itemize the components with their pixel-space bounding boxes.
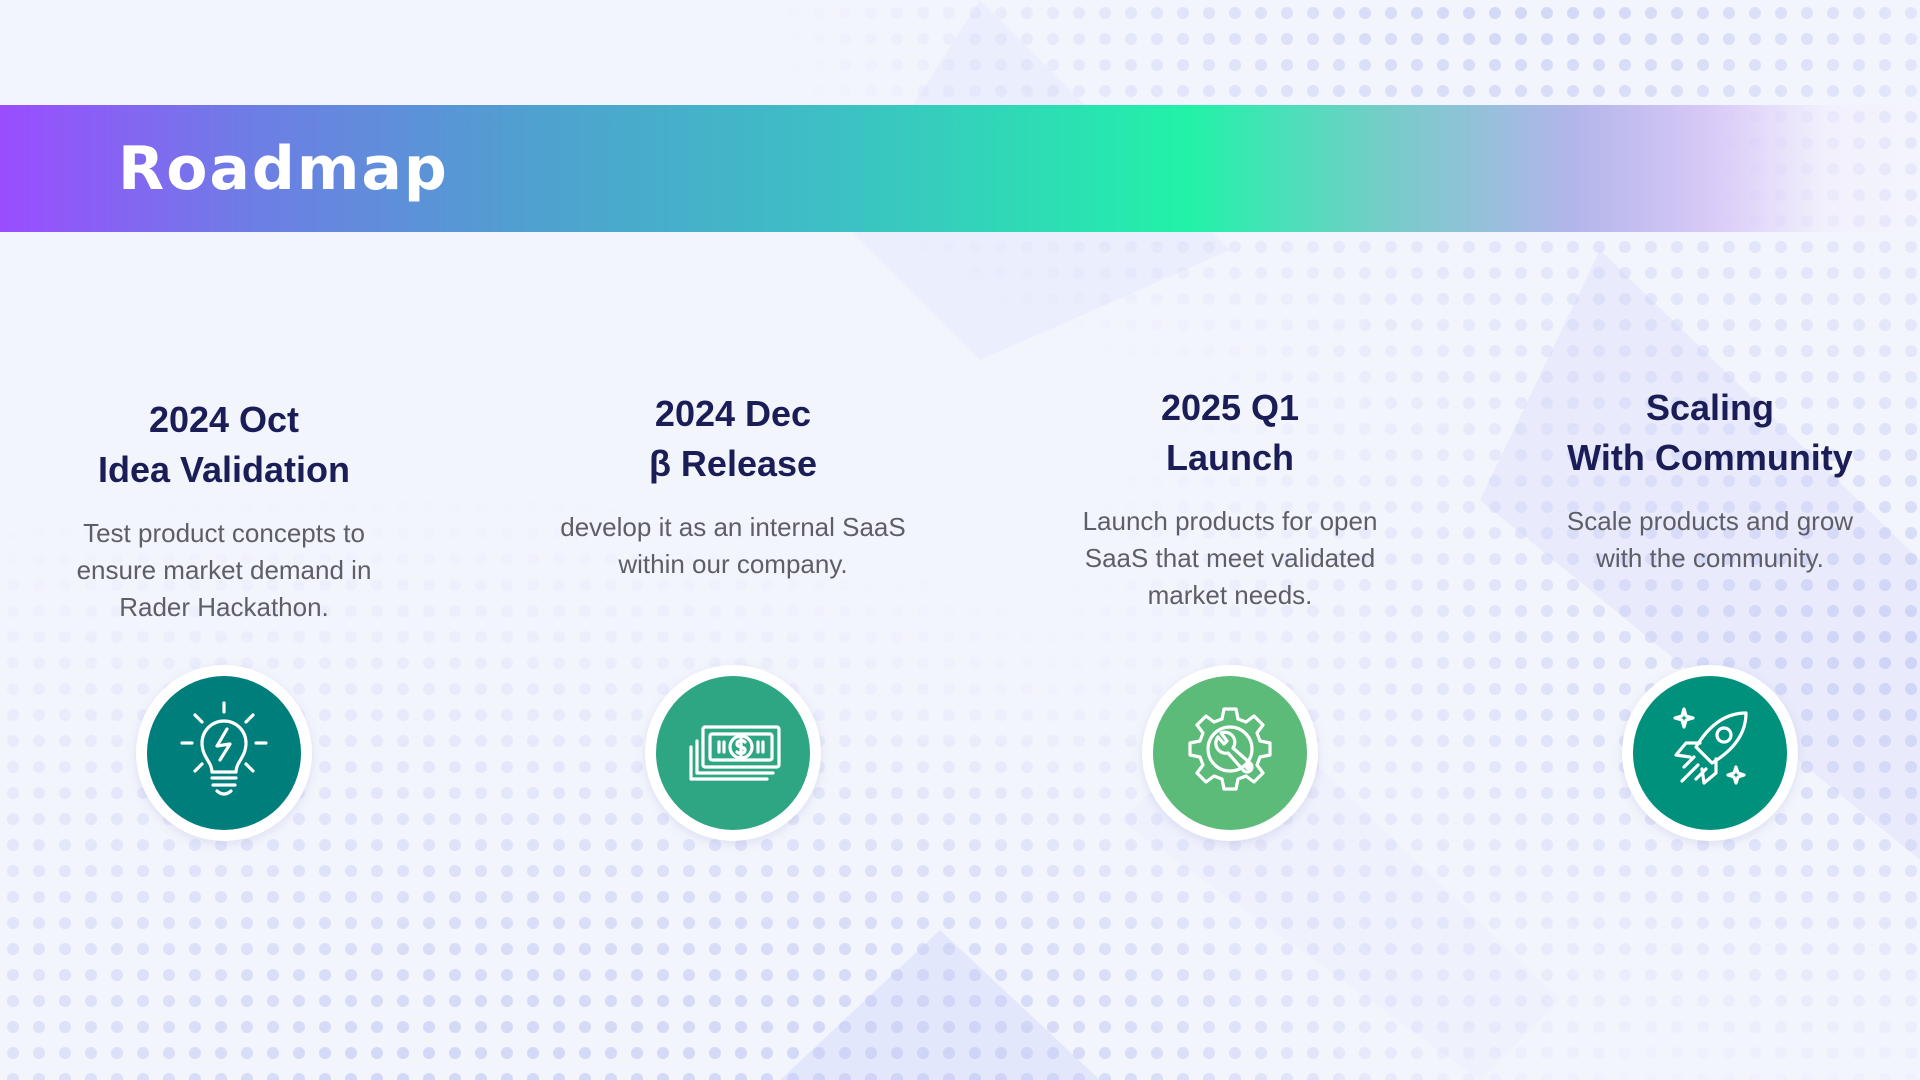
step-icon-badge: [656, 676, 810, 830]
gear-wrench-icon: [1188, 707, 1272, 791]
step-description: Launch products for open SaaS that meet …: [1082, 506, 1378, 610]
step-heading: With Community: [1567, 437, 1853, 478]
roadmap-step-scaling: Scaling With Community Scale products an…: [1500, 383, 1920, 577]
lightbulb-icon: [180, 701, 268, 796]
step-title: Scaling With Community: [1500, 383, 1920, 483]
step-icon-ring: [136, 665, 312, 841]
rocket-icon: [1673, 707, 1748, 785]
step-icon-badge: [1153, 676, 1307, 830]
step-icon-ring: [645, 665, 821, 841]
step-period: 2024 Oct: [148, 399, 300, 440]
roadmap-step-idea-validation: 2024 Oct Idea Validation Test product co…: [14, 395, 434, 626]
step-description: Scale products and grow with the communi…: [1566, 506, 1854, 573]
roadmap-step-beta-release: 2024 Dec β Release develop it as an inte…: [523, 389, 943, 583]
step-description: develop it as an internal SaaS within ou…: [560, 512, 906, 579]
step-heading: β Release: [648, 443, 818, 484]
step-period: 2025 Q1: [1160, 387, 1300, 428]
step-heading: Idea Validation: [97, 449, 351, 490]
step-description: Test product concepts to ensure market d…: [76, 518, 372, 622]
step-title: 2024 Oct Idea Validation: [14, 395, 434, 495]
header-banner: Roadmap: [0, 105, 1920, 232]
roadmap-step-launch: 2025 Q1 Launch Launch products for open …: [1020, 383, 1440, 614]
step-title: 2024 Dec β Release: [523, 389, 943, 489]
step-icon-badge: [147, 676, 301, 830]
page-title: Roadmap: [118, 134, 449, 204]
step-title: 2025 Q1 Launch: [1020, 383, 1440, 483]
step-heading: Launch: [1165, 437, 1294, 478]
step-icon-ring: [1622, 665, 1798, 841]
step-icon-badge: [1633, 676, 1787, 830]
step-period: 2024 Dec: [654, 393, 812, 434]
step-period: Scaling: [1645, 387, 1775, 428]
step-icon-ring: [1142, 665, 1318, 841]
money-icon: [689, 725, 781, 781]
